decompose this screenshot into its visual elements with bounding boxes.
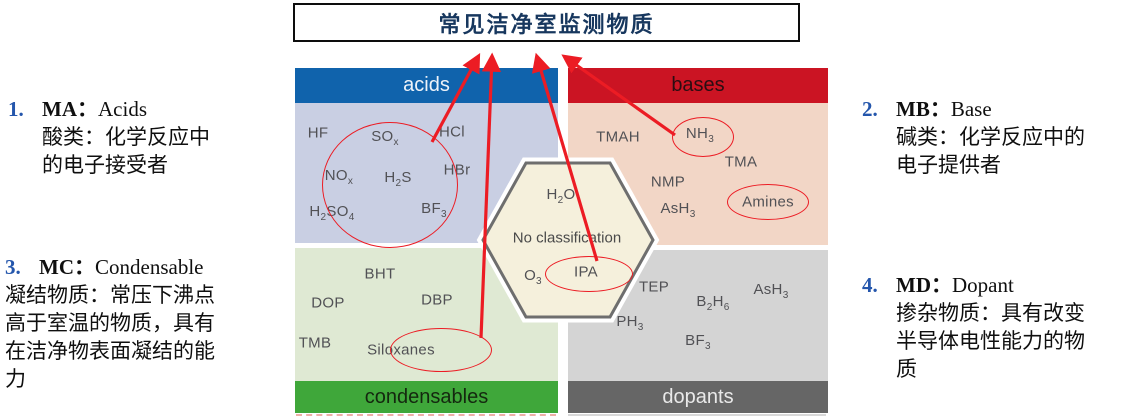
note-code: MD：	[896, 273, 952, 297]
note-english: Condensable	[95, 255, 204, 279]
note-heading: 1. MA：Acids	[8, 95, 290, 123]
substance-label: BF3	[685, 332, 711, 352]
note-chinese-line: 在洁净物表面凝结的能	[5, 339, 215, 363]
highlight-ellipse	[727, 184, 809, 220]
note-chinese-line: 高于室温的物质，具有	[5, 311, 215, 335]
note-chinese-line: 的电子接受者	[42, 153, 168, 177]
highlight-ellipse	[322, 122, 458, 248]
dashed-edge-artifact	[296, 414, 556, 416]
note-english: Base	[950, 97, 992, 121]
substance-label: TMB	[298, 334, 332, 352]
note-number: 1.	[8, 97, 24, 121]
dopants-footer: dopants	[568, 381, 828, 413]
substance-label: DBP	[421, 291, 453, 309]
note-chinese-line: 酸类：化学反应中	[42, 125, 210, 149]
note-item-3: 3. MC：Condensable 凝结物质：常压下沸点高于室温的物质，具有在洁净物…	[5, 253, 297, 393]
substance-label: NMP	[650, 173, 686, 191]
note-chinese-line: 掺杂物质：具有改变	[896, 301, 1085, 325]
substance-label: TEP	[638, 278, 670, 296]
acids-header-label: acids	[403, 74, 450, 96]
substance-label: TMAH	[596, 128, 640, 146]
note-chinese-line: 电子提供者	[896, 153, 1001, 177]
highlight-ellipse	[545, 256, 633, 292]
note-item-2: 2. MB：Base 碱类：化学反应中的电子提供者	[862, 95, 1130, 179]
note-item-1: 1. MA：Acids 酸类：化学反应中的电子接受者	[8, 95, 290, 179]
substance-label: BHT	[364, 265, 396, 283]
note-code: MC：	[39, 255, 95, 279]
note-heading: 2. MB：Base	[862, 95, 1130, 123]
note-code: MA：	[42, 97, 98, 121]
dopants-footer-label: dopants	[662, 385, 734, 408]
hexagon-label: No classification	[512, 229, 622, 247]
note-chinese-line: 碱类：化学反应中的	[896, 125, 1085, 149]
bases-header-label: bases	[671, 74, 725, 96]
note-heading: 4. MD：Dopant	[862, 271, 1130, 299]
substance-label: B2H6	[696, 293, 730, 313]
substance-label: H2O	[546, 186, 576, 206]
note-english: Acids	[98, 97, 147, 121]
note-number: 2.	[862, 97, 878, 121]
substance-label: HF	[307, 124, 329, 142]
solid-edge-artifact	[568, 414, 826, 416]
title-box: 常见洁净室监测物质	[293, 3, 800, 42]
highlight-ellipse	[672, 117, 734, 157]
note-english: Dopant	[952, 273, 1014, 297]
substance-label: O3	[524, 267, 542, 287]
condensables-footer-label: condensables	[364, 385, 489, 408]
figure-title: 常见洁净室监测物质	[438, 11, 655, 37]
note-heading: 3. MC：Condensable	[5, 253, 297, 281]
substance-label: DOP	[311, 294, 345, 312]
substance-label: AsH3	[753, 281, 789, 301]
acids-header: acids	[295, 68, 558, 103]
condensables-footer: condensables	[295, 381, 558, 413]
substance-label: TMA	[724, 153, 758, 171]
note-code: MB：	[896, 97, 951, 121]
substance-label: HCl	[439, 123, 465, 141]
highlight-ellipse	[390, 328, 492, 372]
note-chinese-line: 力	[5, 367, 26, 391]
note-chinese-line: 质	[896, 357, 917, 381]
note-item-4: 4. MD：Dopant 掺杂物质：具有改变半导体电性能力的物质	[862, 271, 1130, 383]
note-chinese-line: 凝结物质：常压下沸点	[5, 283, 215, 307]
bases-header: bases	[568, 68, 828, 103]
substance-label: AsH3	[660, 200, 696, 220]
note-chinese-line: 半导体电性能力的物	[896, 329, 1085, 353]
note-number: 4.	[862, 273, 878, 297]
note-number: 3.	[5, 255, 21, 279]
substance-label: PH3	[616, 313, 644, 333]
